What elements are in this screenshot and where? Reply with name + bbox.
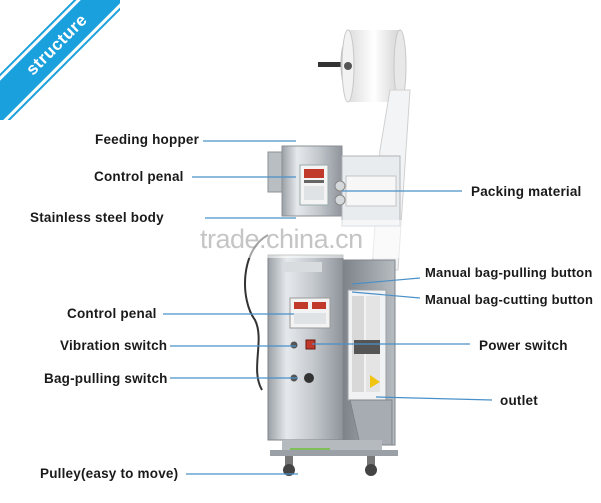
label-vibration-switch: Vibration switch bbox=[60, 338, 168, 353]
label-packing-material: Packing material bbox=[471, 184, 582, 199]
label-power-switch: Power switch bbox=[479, 338, 568, 353]
watermark-band bbox=[0, 220, 601, 258]
label-pulley: Pulley(easy to move) bbox=[40, 466, 179, 481]
watermark: trade.china.cn bbox=[200, 224, 363, 254]
wheels bbox=[283, 456, 377, 476]
label-stainless-body: Stainless steel body bbox=[30, 210, 164, 225]
label-bag-pulling-switch: Bag-pulling switch bbox=[44, 371, 168, 386]
label-control-penal-top: Control penal bbox=[94, 169, 184, 184]
label-feeding-hopper: Feeding hopper bbox=[95, 132, 200, 147]
label-control-penal-mid: Control penal bbox=[67, 306, 157, 321]
label-manual-bag-cutting: Manual bag-cutting button bbox=[425, 292, 594, 307]
leader-lines bbox=[163, 140, 493, 475]
upper-body bbox=[267, 145, 401, 227]
label-manual-bag-pulling: Manual bag-pulling button bbox=[425, 265, 593, 280]
label-outlet: outlet bbox=[500, 393, 538, 408]
